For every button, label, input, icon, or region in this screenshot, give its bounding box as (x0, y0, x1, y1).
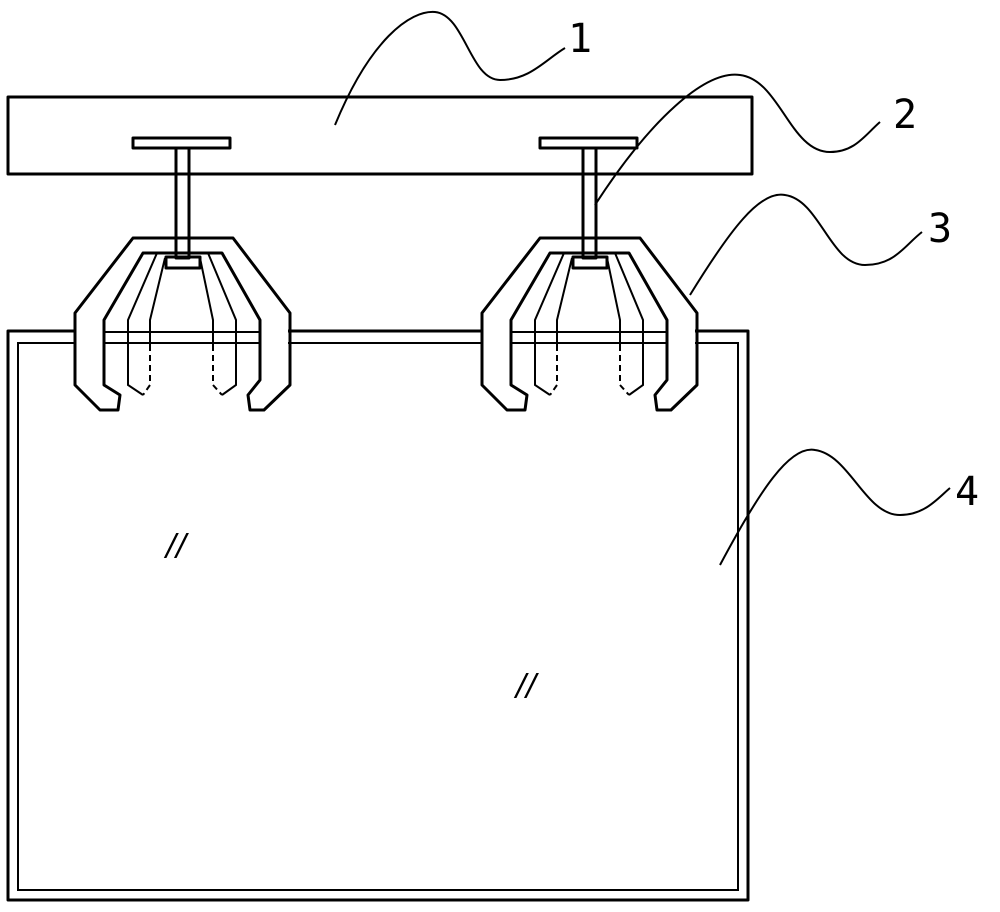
clamp-right (482, 138, 697, 410)
hatch-mark: // (163, 528, 189, 563)
label-1: 1 (568, 16, 592, 62)
rail (8, 97, 752, 174)
label-2: 2 (893, 92, 917, 138)
leader-line-1 (335, 12, 565, 125)
label-4: 4 (955, 469, 979, 515)
curtain-panel (8, 331, 748, 900)
hatch-mark: // (513, 668, 539, 703)
leader-line-4 (720, 450, 950, 565)
label-3: 3 (928, 206, 952, 252)
leader-line-3 (690, 195, 922, 295)
clamp-left (75, 138, 290, 410)
